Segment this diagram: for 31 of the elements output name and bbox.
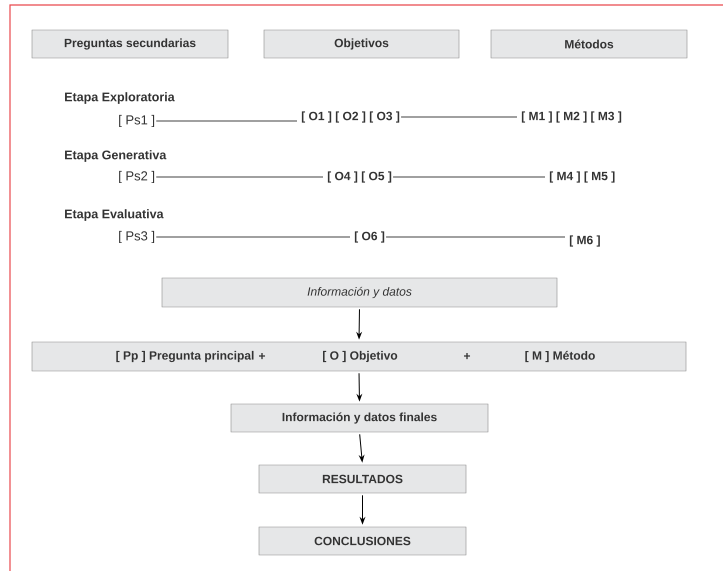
code-text: [ O4 ] [ O5 ] bbox=[328, 171, 392, 183]
code-text: [ M6 ] bbox=[570, 235, 600, 247]
row-text: [ O ] Objetivo bbox=[323, 350, 398, 362]
connector-line bbox=[156, 236, 350, 238]
code-text: [ Ps3 ] bbox=[119, 230, 154, 244]
code-text: [ O1 ] [ O2 ] [ O3 ] bbox=[302, 111, 400, 123]
label-box: Información y datos bbox=[162, 278, 558, 308]
row-text: [ M ] Método bbox=[525, 350, 595, 362]
connector-line bbox=[156, 176, 324, 178]
stage-heading: Etapa Exploratoria bbox=[65, 92, 175, 104]
label-box: Objetivos bbox=[264, 30, 460, 58]
connector-line bbox=[400, 116, 518, 118]
connector-line bbox=[392, 176, 546, 178]
label-box: Métodos bbox=[490, 30, 688, 58]
code-text: [ M4 ] [ M5 ] bbox=[550, 171, 615, 183]
row-text: [ Pp ] Pregunta principal bbox=[116, 350, 254, 362]
code-text: [ Ps2 ] bbox=[119, 170, 154, 184]
label-box: CONCLUSIONES bbox=[258, 526, 466, 556]
formula-bar bbox=[32, 342, 686, 372]
code-text: [ M1 ] [ M2 ] [ M3 ] bbox=[522, 111, 622, 123]
stage-heading: Etapa Generativa bbox=[65, 150, 166, 162]
label-box: Información y datos finales bbox=[230, 404, 488, 432]
label-box: Preguntas secundarias bbox=[32, 30, 228, 58]
code-text: [ O6 ] bbox=[354, 231, 384, 243]
connector-line bbox=[386, 236, 566, 238]
code-text: [ Ps1 ] bbox=[119, 114, 154, 128]
row-text: + bbox=[464, 352, 470, 360]
row-text: + bbox=[259, 352, 266, 360]
stage-heading: Etapa Evaluativa bbox=[65, 209, 164, 221]
label-box: RESULTADOS bbox=[258, 464, 466, 494]
connector-line bbox=[156, 120, 298, 122]
